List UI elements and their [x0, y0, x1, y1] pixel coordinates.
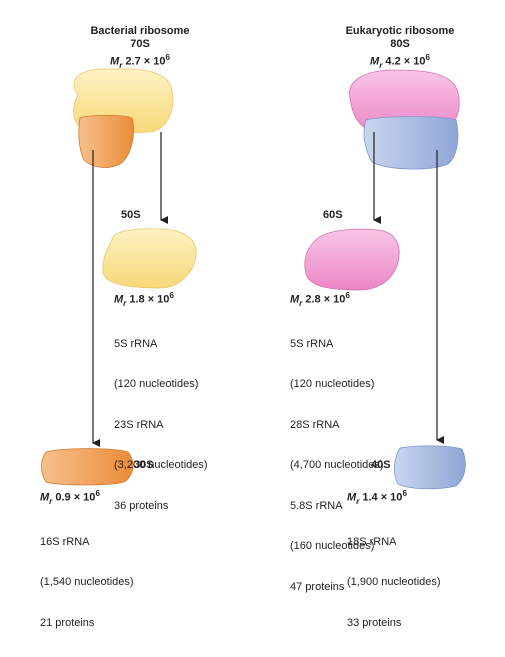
- component-line: (120 nucleotides): [114, 378, 199, 391]
- bacterial-30s-subunit-shape: [41, 448, 134, 486]
- component-line: 5S rRNA: [114, 337, 158, 350]
- bacterial-large-label: 50S: [121, 209, 141, 221]
- component-line: 21 proteins: [40, 616, 95, 629]
- bacterial-small-mass: Mr 0.9 × 106: [40, 489, 100, 506]
- eukaryotic-80s-ribosome: [349, 69, 460, 170]
- component-line: (4,700 nucleotides): [290, 459, 384, 472]
- eukaryotic-large-label: 60S: [323, 209, 343, 221]
- eukaryotic-40s-subunit-shape: [394, 445, 466, 490]
- component-line: (3,200 nucleotides): [114, 459, 208, 472]
- eukaryotic-sedimentation: 80S: [390, 38, 410, 50]
- component-line: 28S rRNA: [290, 418, 340, 431]
- bacterial-header: Bacterial ribosome 70S Mr 2.7 × 106: [60, 25, 220, 72]
- component-line: 5S rRNA: [290, 337, 334, 350]
- eukaryotic-small-mass: Mr 1.4 × 106: [347, 489, 407, 506]
- bacterial-small-components: 16S rRNA (1,540 nucleotides) 21 proteins: [40, 509, 134, 657]
- component-line: (120 nucleotides): [290, 378, 375, 391]
- eukaryotic-title: Eukaryotic ribosome: [345, 25, 455, 37]
- component-line: (1,900 nucleotides): [347, 576, 441, 589]
- eukaryotic-60s-subunit-shape: [304, 228, 400, 291]
- component-line: 23S rRNA: [114, 418, 164, 431]
- eukaryotic-large-mass: Mr 2.8 × 106: [290, 291, 350, 308]
- bacterial-mass: Mr 2.7 × 106: [110, 53, 170, 70]
- eukaryotic-header: Eukaryotic ribosome 80S Mr 4.2 × 106: [320, 25, 480, 72]
- eukaryotic-small-label: 40S: [371, 459, 391, 471]
- ribosome-diagram: [41, 68, 466, 490]
- bacterial-sedimentation: 70S: [130, 38, 150, 50]
- bacterial-large-info: Mr 1.8 × 106 5S rRNA (120 nucleotides) 2…: [114, 291, 208, 540]
- component-line: 36 proteins: [114, 499, 169, 512]
- bacterial-70s-ribosome: [73, 68, 174, 168]
- eukaryotic-small-subunit-shape: [363, 116, 459, 170]
- component-line: (160 nucleotides): [290, 540, 375, 553]
- bacterial-title: Bacterial ribosome: [90, 25, 190, 37]
- component-line: (1,540 nucleotides): [40, 576, 134, 589]
- eukaryotic-small-info: Mr 1.4 × 106 18S rRNA (1,900 nucleotides…: [347, 489, 441, 657]
- bacterial-small-subunit-shape: [78, 114, 134, 168]
- component-line: 16S rRNA: [40, 535, 90, 548]
- eukaryotic-mass: Mr 4.2 × 106: [370, 53, 430, 70]
- eukaryotic-small-components: 18S rRNA (1,900 nucleotides) 33 proteins: [347, 509, 441, 657]
- component-line: 5.8S rRNA: [290, 499, 343, 512]
- component-line: 33 proteins: [347, 616, 402, 629]
- component-line: 18S rRNA: [347, 535, 397, 548]
- bacterial-small-info: Mr 0.9 × 106 16S rRNA (1,540 nucleotides…: [40, 489, 134, 657]
- bacterial-large-components: 5S rRNA (120 nucleotides) 23S rRNA (3,20…: [114, 311, 208, 541]
- bacterial-large-mass: Mr 1.8 × 106: [114, 291, 174, 308]
- bacterial-50s-subunit-shape: [102, 228, 197, 289]
- bacterial-small-label: 30S: [134, 459, 154, 471]
